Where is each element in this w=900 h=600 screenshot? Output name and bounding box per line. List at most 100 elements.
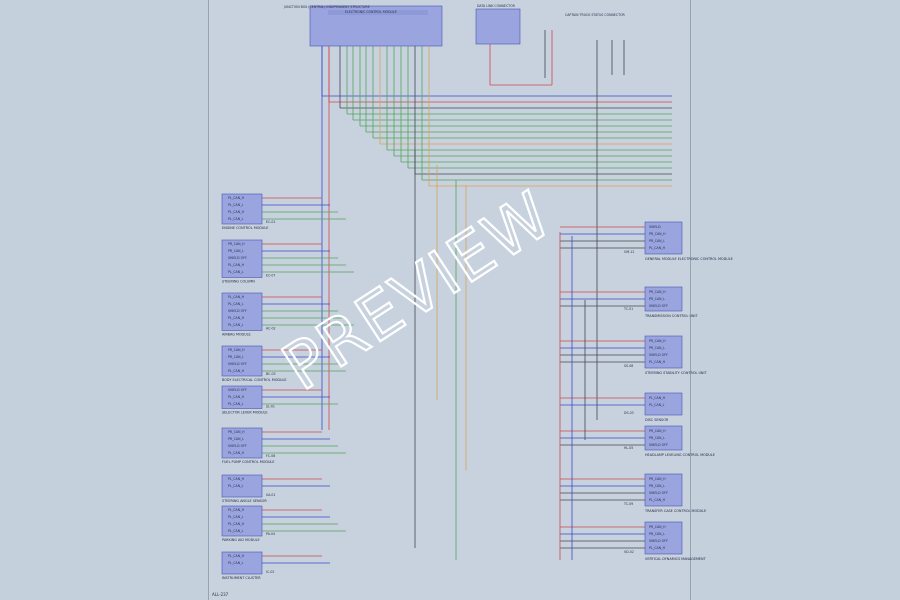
module-code: EC-07 xyxy=(266,274,275,278)
pin-label: PR_CAN_H xyxy=(649,232,666,236)
pin-label: PR_CAN_L xyxy=(228,355,244,359)
module-name: TRANSMISSION CONTROL UNIT xyxy=(644,314,698,318)
module-code: SA-01 xyxy=(266,493,275,497)
pin-label: SHIELD OFF xyxy=(649,353,668,357)
module-code: DS-03 xyxy=(624,411,634,415)
pin-label: PL_CAN_L xyxy=(228,529,244,533)
pin-label: PR_CAN_L xyxy=(649,346,665,350)
pin-label: SHIELD OFF xyxy=(649,304,668,308)
pin-label: PL_CAN_H xyxy=(228,395,245,399)
pin-label: PL_CAN_L xyxy=(228,402,244,406)
pin-label: PL_CAN_H xyxy=(649,396,666,400)
pin-label: PL_CAN_L xyxy=(649,403,665,407)
data-link-module: DATA LINK CONNECTOR xyxy=(475,4,521,45)
pin-label: PL_CAN_L xyxy=(228,515,244,519)
pin-label: PR_CAN_H xyxy=(649,525,666,529)
right-module: PL_CAN_H PL_CAN_L DISC SENSOR DS-03 xyxy=(624,392,683,422)
pin-label: PL_CAN_L xyxy=(228,302,244,306)
module-name: VERTICAL DYNAMICS MANAGEMENT xyxy=(645,557,707,561)
gateway-title: ELECTRONIC CONTROL MODULE xyxy=(345,10,397,14)
pin-label: PL_CAN_H xyxy=(228,522,245,526)
left-module-column: PL_CAN_H PL_CAN_L PL_CAN_H PL_CAN_L ENGINE C… xyxy=(221,193,286,580)
left-module: PL_CAN_H PL_CAN_L STEERING ANGLE SENSOR SA-… xyxy=(221,474,275,503)
pin-label: SHIELD xyxy=(649,225,661,229)
module-box xyxy=(221,551,263,575)
pin-label: SHIELD OFF xyxy=(228,309,247,313)
module-code: IC-02 xyxy=(266,570,274,574)
pin-label: PL_CAN_L xyxy=(228,323,244,327)
pin-label: SHIELD OFF xyxy=(228,256,247,260)
module-code: EC-01 xyxy=(266,220,275,224)
pin-label: PL_CAN_H xyxy=(228,508,245,512)
pin-label: PR_CAN_H xyxy=(228,430,245,434)
pin-label: PL_CAN_H xyxy=(228,196,245,200)
module-code: GM-12 xyxy=(624,250,634,254)
pin-label: PL_CAN_H xyxy=(228,316,245,320)
pin-label: PL_CAN_L xyxy=(228,561,244,565)
module-box xyxy=(644,392,683,416)
module-name: INSTRUMENT CLUSTER xyxy=(222,576,261,580)
module-box xyxy=(221,505,263,537)
pin-label: PR_CAN_L xyxy=(228,249,244,253)
dlc-right-title: CAPTAIN TRUCK STATUS CONNECTOR xyxy=(565,13,626,17)
pin-label: SHIELD OFF xyxy=(228,362,247,366)
module-code: BC-03 xyxy=(266,372,276,376)
pin-label: PL_CAN_H xyxy=(649,360,666,364)
pin-label: PR_CAN_H xyxy=(649,429,666,433)
pin-label: PR_CAN_H xyxy=(649,290,666,294)
pin-label: PR_CAN_L xyxy=(649,484,665,488)
pin-label: PL_CAN_L xyxy=(228,217,244,221)
pin-label: PL_CAN_L xyxy=(228,270,244,274)
module-box xyxy=(644,521,683,555)
pin-label: PR_CAN_H xyxy=(649,477,666,481)
module-box xyxy=(221,345,263,377)
module-name: HEADLAMP LEVELING CONTROL MODULE xyxy=(645,453,715,457)
module-box xyxy=(221,427,263,459)
module-box xyxy=(644,335,683,369)
module-code: TC-01 xyxy=(623,307,633,311)
module-name: PARKING AID MODULE xyxy=(222,538,260,542)
pin-label: PR_CAN_L xyxy=(649,436,665,440)
page-id: ALL-237 xyxy=(212,592,229,597)
module-name: AIRBAG MODULE xyxy=(222,333,251,337)
module-name: STEERING ANGLE SENSOR xyxy=(222,499,267,503)
module-box xyxy=(221,193,263,225)
pin-label: PL_CAN_H xyxy=(649,546,666,550)
module-code: AC-02 xyxy=(266,327,276,331)
pin-label: PL_CAN_H xyxy=(228,451,245,455)
module-name: TRANSFER CASE CONTROL MODULE xyxy=(644,509,706,513)
module-name: STEERING STABILITY CONTROL UNIT xyxy=(645,371,707,375)
module-code: VD-02 xyxy=(624,550,634,554)
pin-label: PL_CAN_H xyxy=(228,369,245,373)
module-name: STEERING COLUMN xyxy=(222,280,255,284)
pin-label: SHIELD OFF xyxy=(228,444,247,448)
module-box xyxy=(221,385,263,409)
pin-label: SHIELD OFF xyxy=(649,539,668,543)
module-name: DISC SENSOR xyxy=(645,418,669,422)
module-code: FC-06 xyxy=(266,454,275,458)
module-box xyxy=(644,473,683,507)
pin-label: PL_CAN_H xyxy=(228,477,245,481)
module-code: SS-08 xyxy=(624,364,633,368)
module-box xyxy=(644,221,683,255)
pin-label: PL_CAN_L xyxy=(228,484,244,488)
gateway-note: JUNCTION BOX (CENTRAL) INDEPENDENT STRUC… xyxy=(283,5,370,9)
module-name: ENGINE CONTROL MODULE xyxy=(222,226,268,230)
module-code: HL-05 xyxy=(624,446,633,450)
pin-label: PR_CAN_H xyxy=(228,242,245,246)
module-code: SL-01 xyxy=(266,405,275,409)
module-box xyxy=(221,239,263,278)
gateway-module: ELECTRONIC CONTROL MODULE JUNCTION BOX (… xyxy=(283,5,443,47)
pin-label: PR_CAN_L xyxy=(649,532,665,536)
pin-label: SHIELD OFF xyxy=(649,491,668,495)
module-code: PA-04 xyxy=(266,532,275,536)
